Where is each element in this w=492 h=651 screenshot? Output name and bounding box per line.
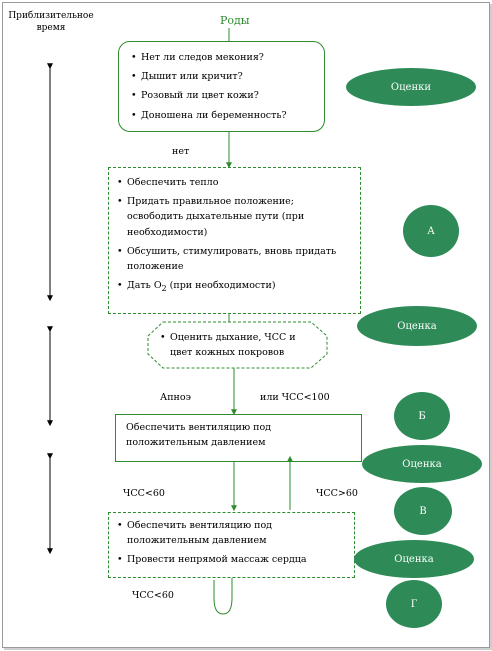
question-skin-color: Розовый ли цвет кожи? <box>131 88 316 103</box>
question-breathing: Дышит или кричит? <box>131 69 316 84</box>
step-position-airway: Придать правильное положение; освободить… <box>117 194 352 240</box>
label-hr-below-60: ЧСС<60 <box>123 488 165 499</box>
oval-assessments: Оценки <box>346 68 476 106</box>
label-hr-below-60-bottom: ЧСС<60 <box>132 590 174 601</box>
ppv-box: Обеспечить вентиляцию под положительным … <box>115 414 362 462</box>
question-term: Доношена ли беременность? <box>131 108 316 123</box>
oval-assessment-2: Оценка <box>362 445 482 483</box>
oval-v: В <box>394 487 452 535</box>
label-no: нет <box>172 146 190 157</box>
diagram-title: Роды <box>220 14 250 27</box>
step-warmth: Обеспечить тепло <box>117 175 352 190</box>
time-label: Приблизительное время <box>8 11 94 34</box>
step-oxygen: Дать O2 (при необходимости) <box>117 278 352 296</box>
evaluate-box: Оценить дыхание, ЧСС и цвет кожных покро… <box>160 330 320 370</box>
step-chest-compressions: Провести непрямой массаж сердца <box>117 552 346 567</box>
oval-b: Б <box>394 392 450 440</box>
loop-connector <box>213 578 233 615</box>
label-apnea: Апноэ <box>160 392 191 403</box>
oval-g: Г <box>386 580 442 628</box>
oval-assessment-1: Оценка <box>357 306 477 346</box>
initial-assessment-box: Нет ли следов мекония? Дышит или кричит?… <box>118 41 325 132</box>
oval-a: А <box>403 205 459 257</box>
label-hr-above-60: ЧСС>60 <box>316 488 358 499</box>
question-meconium: Нет ли следов мекония? <box>131 50 316 65</box>
oval-assessment-3: Оценка <box>354 540 474 578</box>
step-evaluate: Оценить дыхание, ЧСС и цвет кожных покро… <box>160 330 320 360</box>
initial-steps-box: Обеспечить тепло Придать правильное поло… <box>108 167 361 314</box>
step-dry-stimulate: Обсушить, стимулировать, вновь придать п… <box>117 244 352 274</box>
step-ppv-2: Обеспечить вентиляцию под положительным … <box>117 518 346 548</box>
ppv-compressions-box: Обеспечить вентиляцию под положительным … <box>108 512 355 578</box>
step-ppv: Обеспечить вентиляцию под положительным … <box>126 422 272 449</box>
label-hr-below-100: или ЧСС<100 <box>260 392 330 403</box>
